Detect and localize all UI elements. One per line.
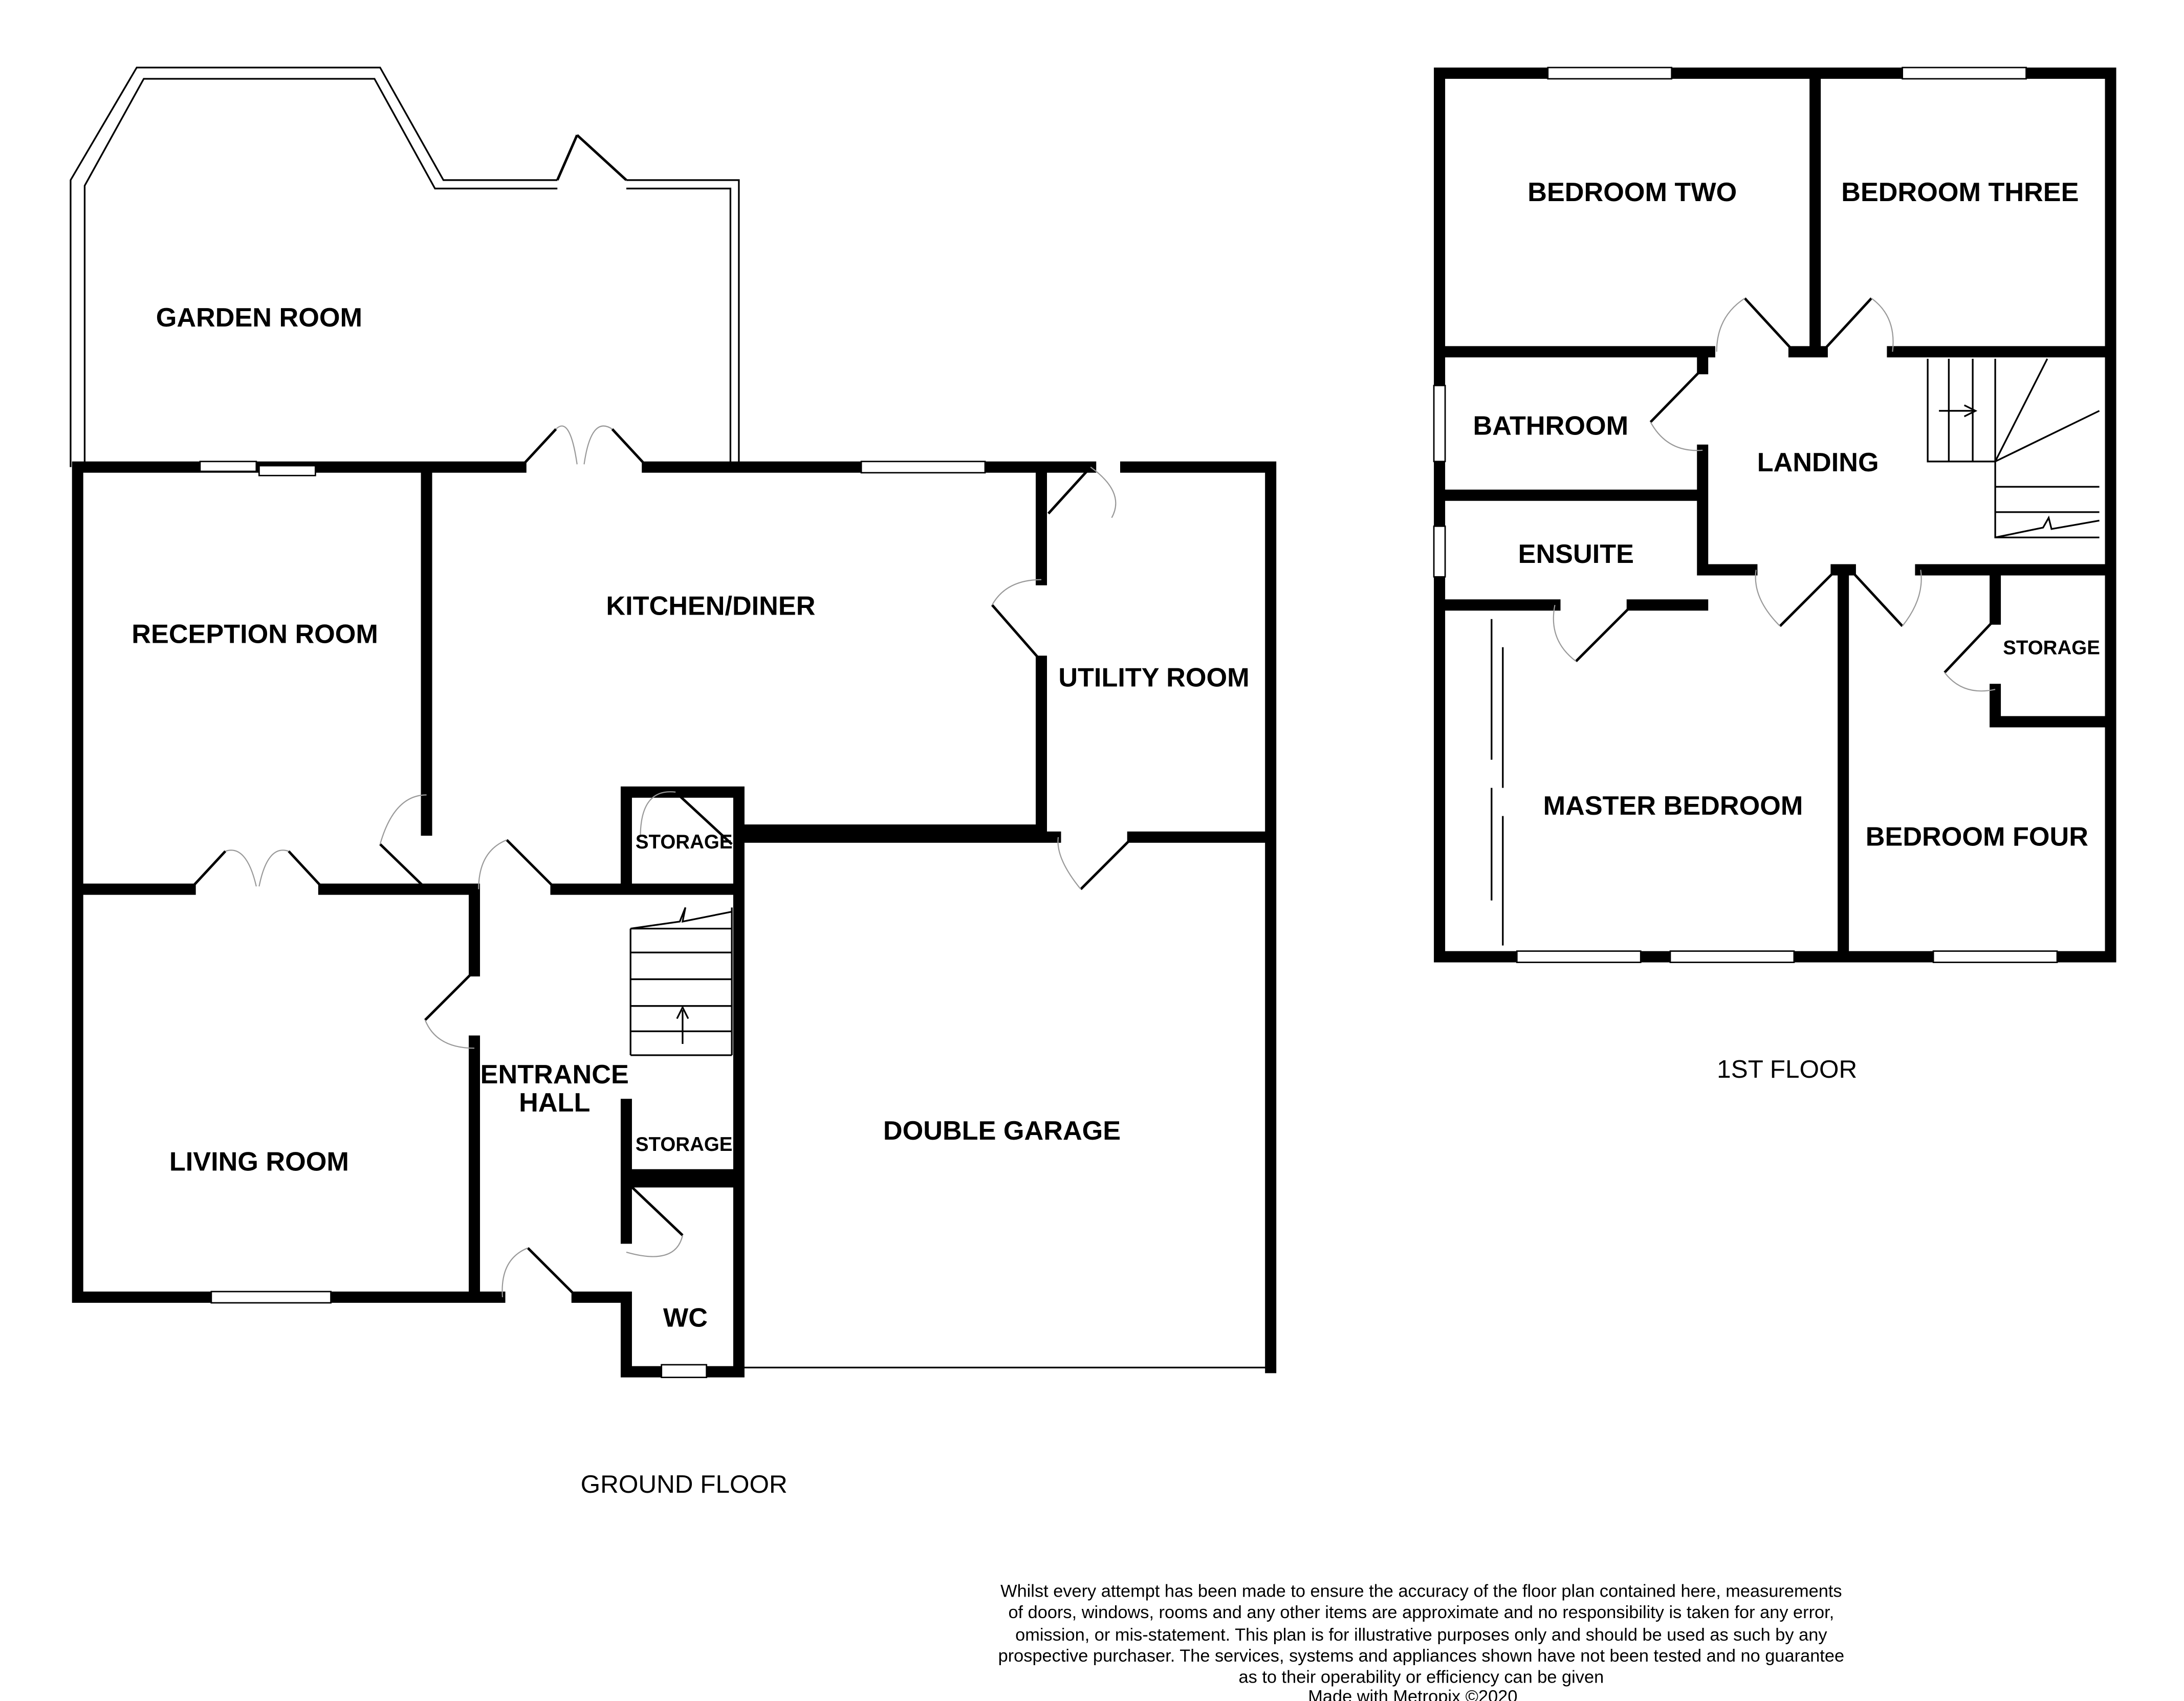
- disclaimer-line: Whilst every attempt has been made to en…: [1000, 1582, 1842, 1601]
- ground-walls: [72, 461, 1277, 1378]
- first-floor-title: 1ST FLOOR: [1717, 1055, 1857, 1083]
- label-kitchen-diner: KITCHEN/DINER: [606, 591, 815, 621]
- ground-doors[interactable]: [189, 425, 1134, 1298]
- garden-room-walls: [70, 67, 740, 467]
- label-storage: STORAGE: [636, 831, 733, 853]
- label-hall: HALL: [519, 1088, 590, 1118]
- label-bathroom: BATHROOM: [1473, 411, 1628, 441]
- ground-floor-plan: GARDEN ROOM RECEPTION ROOM KITCHEN/DINER…: [70, 67, 1277, 1498]
- first-walls: [1434, 67, 2116, 963]
- label-storage: STORAGE: [636, 1133, 733, 1155]
- first-doors[interactable]: [1553, 297, 1996, 692]
- label-double-garage: DOUBLE GARAGE: [883, 1116, 1121, 1146]
- ground-staircase: [629, 907, 733, 1056]
- label-utility-room: UTILITY ROOM: [1058, 663, 1249, 693]
- disclaimer: Whilst every attempt has been made to en…: [998, 1582, 1844, 1701]
- disclaimer-line: as to their operability or efficiency ca…: [1239, 1667, 1604, 1687]
- label-storage: STORAGE: [2003, 637, 2100, 659]
- disclaimer-line: of doors, windows, rooms and any other i…: [1008, 1603, 1834, 1622]
- disclaimer-line: omission, or mis-statement. This plan is…: [1015, 1625, 1827, 1645]
- label-living-room: LIVING ROOM: [169, 1147, 349, 1176]
- label-bedroom-three: BEDROOM THREE: [1841, 178, 2079, 207]
- metropix-credit: Made with Metropix ©2020: [1308, 1687, 1517, 1701]
- ground-floor-title: GROUND FLOOR: [581, 1470, 788, 1498]
- first-windows: [1433, 67, 2058, 963]
- label-landing: LANDING: [1757, 448, 1879, 477]
- first-staircase: [1927, 358, 2100, 538]
- label-wc: WC: [663, 1303, 708, 1333]
- wardrobe: [1491, 619, 1504, 946]
- label-garden-room: GARDEN ROOM: [156, 303, 362, 333]
- label-bedroom-two: BEDROOM TWO: [1527, 178, 1737, 207]
- label-entrance: ENTRANCE: [481, 1060, 629, 1089]
- label-ensuite: ENSUITE: [1518, 539, 1634, 569]
- label-reception-room: RECEPTION ROOM: [132, 619, 378, 649]
- ground-windows: [199, 461, 986, 1379]
- disclaimer-line: prospective purchaser. The services, sys…: [998, 1646, 1844, 1666]
- label-master-bedroom: MASTER BEDROOM: [1543, 791, 1803, 821]
- label-bedroom-four: BEDROOM FOUR: [1866, 822, 2088, 852]
- first-floor-plan: BEDROOM TWO BEDROOM THREE BATHROOM LANDI…: [1433, 67, 2116, 1083]
